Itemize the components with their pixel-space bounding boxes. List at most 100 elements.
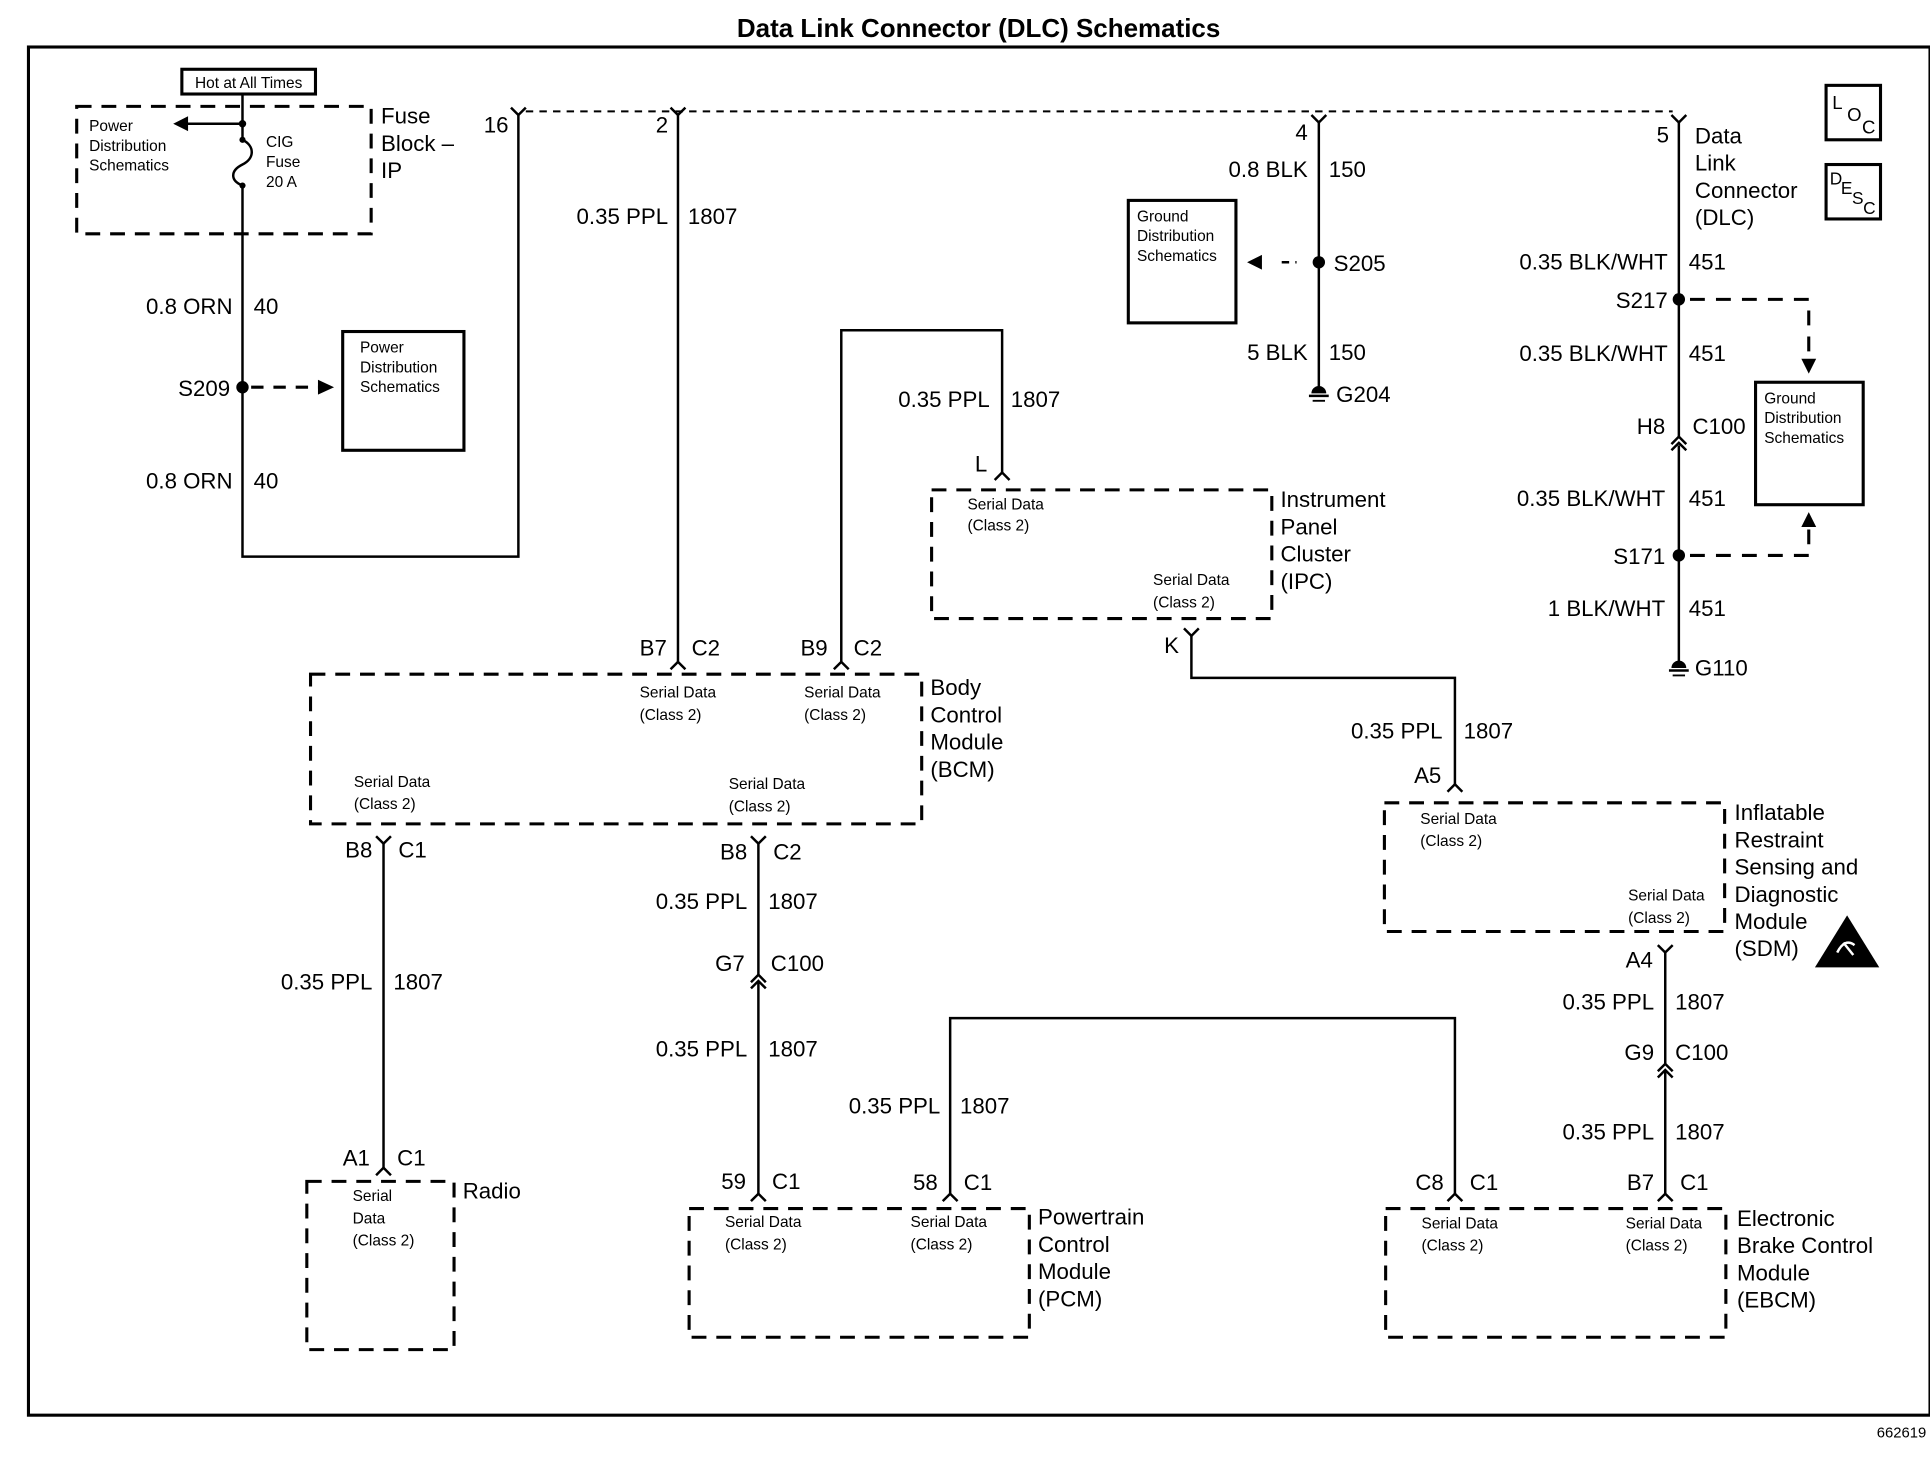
wire-circuit: 1807 [768, 1036, 818, 1061]
wire-ppl-1807 [948, 1016, 1457, 1194]
pin-male-icon [750, 1191, 767, 1203]
serial-data-class: (Class 2) [911, 1236, 973, 1253]
wire-gauge-color: 0.35 PPL [281, 970, 373, 995]
fuse-block-name: IP [381, 158, 402, 183]
connector-label: C1 [1470, 1170, 1498, 1195]
arrow-left-icon [1247, 254, 1262, 270]
module-name: Module [1038, 1259, 1111, 1284]
inline-connector-icon [1670, 434, 1688, 452]
pin-female-icon [1183, 627, 1200, 638]
pin-label: 59 [721, 1169, 746, 1194]
module-name: Body [930, 675, 982, 700]
module-ebcm[interactable]: C8 C1 B7 C1 Electronic Brake Control Mod… [1384, 1170, 1873, 1339]
connector-pin-h8: H8 [1637, 414, 1665, 439]
serial-data-class: (Class 2) [1420, 833, 1482, 850]
module-ipc[interactable]: Instrument Panel Cluster (IPC) Serial Da… [930, 451, 1387, 658]
power-dist-ref[interactable]: Schematics [89, 158, 169, 175]
desc-letter: D [1830, 168, 1843, 188]
splice-dot-s217 [1672, 293, 1686, 306]
pin-male-icon [993, 470, 1011, 481]
power-dist-ref: Distribution [360, 359, 437, 376]
serial-data-class: (Class 2) [967, 518, 1029, 535]
dlc-pin-4: 4 [1295, 120, 1307, 145]
serial-data-class: (Class 2) [1422, 1238, 1484, 1255]
pin-male-icon [1656, 1191, 1674, 1203]
pin-female-icon [1670, 114, 1688, 125]
wire-gauge-color: 0.35 PPL [898, 387, 990, 412]
desc-icon[interactable]: D E S C [1824, 162, 1883, 221]
serial-data-class: (Class 2) [1153, 594, 1215, 611]
wire-gauge-color: 0.35 PPL [1563, 1119, 1655, 1144]
power-dist-ref: Schematics [360, 379, 440, 396]
connector-pin-g7: G7 [715, 951, 745, 976]
wire-circuit: 1807 [960, 1093, 1010, 1118]
desc-letter: E [1841, 178, 1853, 198]
pin-female-icon [1656, 944, 1674, 955]
loc-letter: O [1847, 104, 1861, 125]
loc-letter: C [1862, 117, 1875, 138]
pin-label: B8 [720, 840, 747, 865]
ground-icon [1668, 660, 1689, 677]
pin-label: C8 [1415, 1170, 1443, 1195]
dlc-name: Connector [1695, 178, 1798, 203]
serial-data-label: Serial Data [1626, 1215, 1703, 1232]
power-dist-ref[interactable]: Distribution [89, 138, 166, 155]
module-name: Module [930, 730, 1003, 755]
desc-letter: C [1863, 198, 1876, 218]
serial-data-class: (Class 2) [804, 707, 866, 724]
dlc-name: (DLC) [1695, 205, 1754, 230]
pin-label-a5: A5 [1414, 763, 1441, 788]
wire-gauge-color: 0.8 ORN [146, 469, 233, 494]
module-name: (SDM) [1735, 936, 1799, 961]
pin-female-icon [750, 835, 767, 846]
module-name: Powertrain [1038, 1205, 1144, 1230]
loc-icon[interactable]: L O C [1824, 83, 1883, 142]
wire-ppl-1807 [840, 329, 1004, 662]
serial-data-class: (Class 2) [640, 707, 702, 724]
pin-label: B7 [640, 636, 667, 661]
pin-female-icon [510, 106, 527, 117]
serial-data-class: (Class 2) [729, 799, 791, 816]
wire-circuit: 1807 [1464, 719, 1514, 744]
fuse-icon [231, 138, 253, 187]
pin-male-icon [669, 660, 687, 671]
serial-data-class: (Class 2) [725, 1236, 787, 1253]
wire-gauge-color: 0.35 BLK/WHT [1519, 341, 1668, 366]
module-sdm[interactable]: Inflatable Restraint Sensing and Diagnos… [1382, 763, 1880, 972]
serial-data-label: Data [353, 1210, 386, 1227]
connector-label: C1 [398, 837, 426, 862]
power-dist-ref[interactable]: Power [89, 118, 133, 135]
pin-label-l: L [975, 451, 987, 476]
serial-data-label: Serial Data [1153, 572, 1230, 589]
wire-gauge-color: 0.35 BLK/WHT [1519, 250, 1668, 275]
serial-data-label: Serial Data [911, 1214, 988, 1231]
fuse-label: CIG [266, 134, 293, 151]
pin-label-a4: A4 [1626, 947, 1653, 972]
module-pcm[interactable]: 59 C1 58 C1 Powertrain Control Module (P… [687, 1169, 1144, 1339]
pin-male-icon [375, 1166, 392, 1177]
module-name: Module [1737, 1260, 1810, 1285]
arrow-left-icon [173, 116, 189, 132]
wire-gauge-color: 0.35 PPL [1563, 989, 1655, 1014]
wire-gauge-color: 0.8 ORN [146, 294, 233, 319]
wire-orn-40 [241, 113, 520, 558]
module-radio[interactable]: A1 C1 Radio Serial Data (Class 2) [305, 1145, 521, 1352]
ground-dist-ref-box[interactable] [1126, 198, 1238, 325]
connector-id-c100: C100 [1692, 414, 1745, 439]
ground-dist-ref: Schematics [1764, 430, 1844, 447]
pin5-ground-circuit: 0.35 BLK/WHT 451 S217 0.35 BLK/WHT 451 H… [1517, 122, 1865, 680]
serial-data-class: (Class 2) [1628, 910, 1690, 927]
ground-dist-ref: Distribution [1137, 228, 1214, 245]
dlc-pin-2: 2 [656, 112, 668, 137]
module-bcm[interactable]: Body Control Module (BCM) Serial Data (C… [308, 636, 1004, 865]
dlc-connector: 16 2 4 5 Data Link Connector (DLC) [484, 106, 1798, 230]
ground-dist-ref: Schematics [1137, 248, 1217, 265]
connector-id-c100: C100 [771, 951, 824, 976]
wire-gauge-color: 1 BLK/WHT [1548, 596, 1666, 621]
power-dist-ref-box[interactable] [341, 329, 466, 452]
ground-dist-ref-box[interactable] [1754, 380, 1865, 507]
desc-letter: S [1852, 188, 1864, 208]
wire-circuit: 1807 [688, 204, 738, 229]
